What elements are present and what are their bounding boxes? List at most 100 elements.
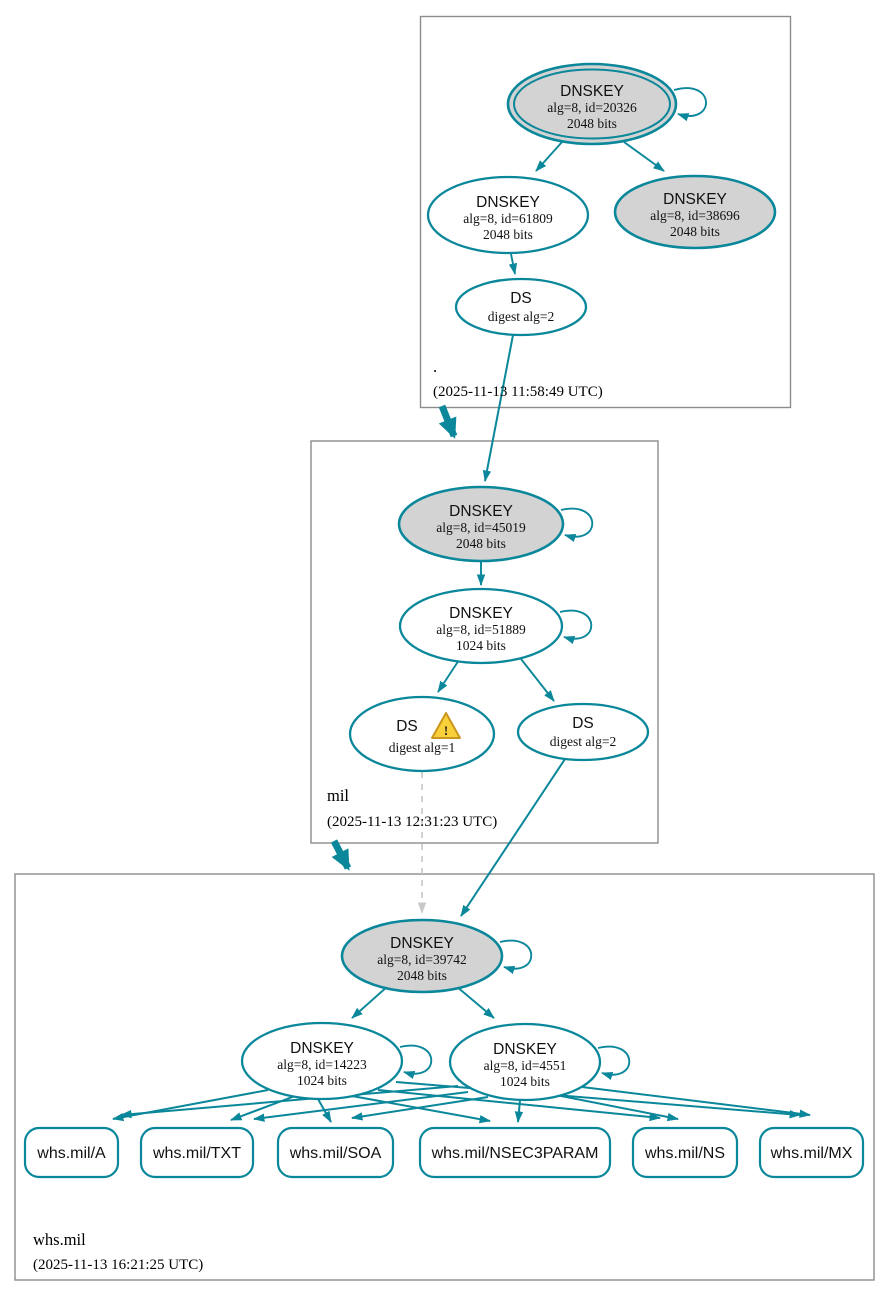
node-dnskey-45019: DNSKEY alg=8, id=45019 2048 bits (397, 485, 565, 563)
rrset-nsec3param-box (418, 1126, 612, 1179)
rrset-ns-box (631, 1126, 739, 1179)
edge-dnskey39742-dnskey4551 (455, 985, 495, 1019)
edge-dnskey14223-rrset-txt (230, 1095, 296, 1121)
edge-ds2-dnskey39742 (460, 758, 566, 917)
node-dnskey-38696: DNSKEY alg=8, id=38696 2048 bits (613, 174, 777, 250)
dnskey-45019-ellipse (397, 485, 565, 563)
dnskey-39742-alg: alg=8, id=39742 (377, 952, 466, 967)
node-rrset-whs-mil-txt: whs.mil/TXT (139, 1126, 255, 1179)
edge-dnskey39742-dnskey14223 (351, 985, 389, 1019)
dnskey-20326-title: DNSKEY (560, 83, 624, 100)
ds-root-digest: digest alg=2 (488, 309, 554, 324)
node-ds-mil-alg1: DS ! digest alg=1 (348, 695, 496, 773)
dnskey-45019-title: DNSKEY (449, 503, 513, 520)
node-dnskey-61809: DNSKEY alg=8, id=61809 2048 bits (426, 175, 590, 255)
zone-timestamp-whs-mil: (2025-11-13 16:21:25 UTC) (33, 1257, 203, 1273)
dnskey-4551-bits: 1024 bits (500, 1074, 550, 1089)
dnskey-20326-outer-ellipse (506, 62, 678, 146)
node-dnskey-51889: DNSKEY alg=8, id=51889 1024 bits (398, 587, 564, 665)
ds-mil-alg2-digest: digest alg=2 (550, 734, 616, 749)
rrset-nsec3param-label: whs.mil/NSEC3PARAM (431, 1145, 599, 1162)
edge-ds-root-dnskey45019 (482, 334, 514, 482)
dnskey-39742-bits: 2048 bits (397, 968, 447, 983)
rrset-a-label: whs.mil/A (36, 1145, 106, 1162)
dnskey-14223-ellipse (240, 1021, 404, 1101)
dnskey-61809-alg: alg=8, id=61809 (463, 211, 553, 226)
ds-mil-alg2-title: DS (572, 715, 594, 732)
ds-mil-alg2-ellipse (516, 702, 650, 762)
dnskey-38696-ellipse (613, 174, 777, 250)
ds-root-title: DS (510, 290, 532, 307)
dnskey-51889-title: DNSKEY (449, 605, 513, 622)
edge-selfloop-dnskey-14223 (399, 1044, 433, 1080)
node-rrset-whs-mil-soa: whs.mil/SOA (276, 1126, 395, 1179)
edge-dnskey4551-rrset-nsec3param (514, 1099, 524, 1123)
zone-label-whs-mil: whs.mil (33, 1230, 86, 1249)
dnskey-61809-ellipse (426, 175, 590, 255)
edge-dnskey4551-rrset-ns (555, 1094, 679, 1122)
zone-box-whs-mil (14, 873, 875, 1281)
edge-selfloop-dnskey-39742 (499, 939, 533, 975)
edge-delegation-root-mil (438, 404, 458, 439)
dnskey-39742-ellipse (340, 918, 504, 994)
edge-selfloop-dnskey-51889 (559, 609, 593, 645)
dnskey-39742-title: DNSKEY (390, 935, 454, 952)
edge-selfloop-dnskey-20326 (673, 87, 707, 122)
dnskey-20326-alg: alg=8, id=20326 (547, 100, 637, 115)
edge-dnskey20326-dnskey61809 (535, 141, 563, 172)
dnskey-38696-title: DNSKEY (663, 191, 727, 208)
warning-icon (431, 712, 461, 739)
dnskey-61809-title: DNSKEY (476, 194, 540, 211)
node-ds-mil-alg2: DS digest alg=2 (516, 702, 650, 762)
edge-dnskey14223-rrset-nsec3param (351, 1095, 491, 1124)
dnskey-20326-inner-ellipse (513, 68, 671, 140)
rrset-ns-label: whs.mil/NS (644, 1145, 725, 1162)
node-dnskey-4551: DNSKEY alg=8, id=4551 1024 bits (448, 1022, 602, 1102)
zone-timestamp-mil: (2025-11-13 12:31:23 UTC) (327, 814, 497, 830)
dnskey-4551-title: DNSKEY (493, 1041, 557, 1058)
edge-dnskey4551-rrset-txt (253, 1091, 469, 1122)
rrset-txt-box (139, 1126, 255, 1179)
edge-dnskey20326-dnskey38696 (623, 141, 665, 172)
rrset-soa-box (276, 1126, 395, 1179)
dnskey-14223-alg: alg=8, id=14223 (277, 1057, 367, 1072)
rrset-txt-label: whs.mil/TXT (152, 1145, 241, 1162)
dnskey-61809-bits: 2048 bits (483, 227, 533, 242)
rrset-soa-label: whs.mil/SOA (289, 1145, 382, 1162)
node-rrset-whs-mil-mx: whs.mil/MX (758, 1126, 865, 1179)
zone-label-root: . (433, 357, 437, 376)
edge-dnskey14223-rrset-mx (395, 1081, 801, 1119)
edge-selfloop-dnskey-4551 (597, 1045, 631, 1081)
warning-exclamation: ! (444, 723, 448, 738)
dnskey-45019-alg: alg=8, id=45019 (436, 520, 526, 535)
dnskey-38696-alg: alg=8, id=38696 (650, 208, 740, 223)
zone-box-root (419, 15, 792, 409)
dnskey-51889-ellipse (398, 587, 564, 665)
dnskey-14223-bits: 1024 bits (297, 1073, 347, 1088)
edge-dnskey4551-rrset-a (120, 1085, 459, 1119)
node-dnskey-14223: DNSKEY alg=8, id=14223 1024 bits (240, 1021, 404, 1101)
dnskey-51889-alg: alg=8, id=51889 (436, 622, 526, 637)
dnskey-38696-bits: 2048 bits (670, 224, 720, 239)
edge-dnskey51889-ds2 (520, 658, 555, 702)
zone-box-mil (310, 440, 659, 844)
edge-dnskey51889-ds1 (437, 659, 460, 693)
rrset-a-box (23, 1126, 120, 1179)
edge-dnskey4551-rrset-mx (581, 1086, 811, 1118)
node-ds-root: DS digest alg=2 (454, 277, 588, 337)
edge-dnskey4551-rrset-soa (351, 1096, 489, 1121)
ds-mil-alg1-digest: digest alg=1 (389, 740, 455, 755)
node-dnskey-20326-trust-anchor: DNSKEY alg=8, id=20326 2048 bits (506, 62, 678, 146)
node-rrset-whs-mil-ns: whs.mil/NS (631, 1126, 739, 1179)
node-rrset-whs-mil-nsec3param: whs.mil/NSEC3PARAM (418, 1126, 612, 1179)
dnskey-4551-ellipse (448, 1022, 602, 1102)
dnskey-14223-title: DNSKEY (290, 1040, 354, 1057)
zone-label-mil: mil (327, 786, 349, 805)
dnskey-20326-bits: 2048 bits (567, 116, 617, 131)
rrset-mx-box (758, 1126, 865, 1179)
ds-mil-alg1-ellipse (348, 695, 496, 773)
zone-timestamp-root: (2025-11-13 11:58:49 UTC) (433, 384, 603, 400)
dnskey-45019-bits: 2048 bits (456, 536, 506, 551)
